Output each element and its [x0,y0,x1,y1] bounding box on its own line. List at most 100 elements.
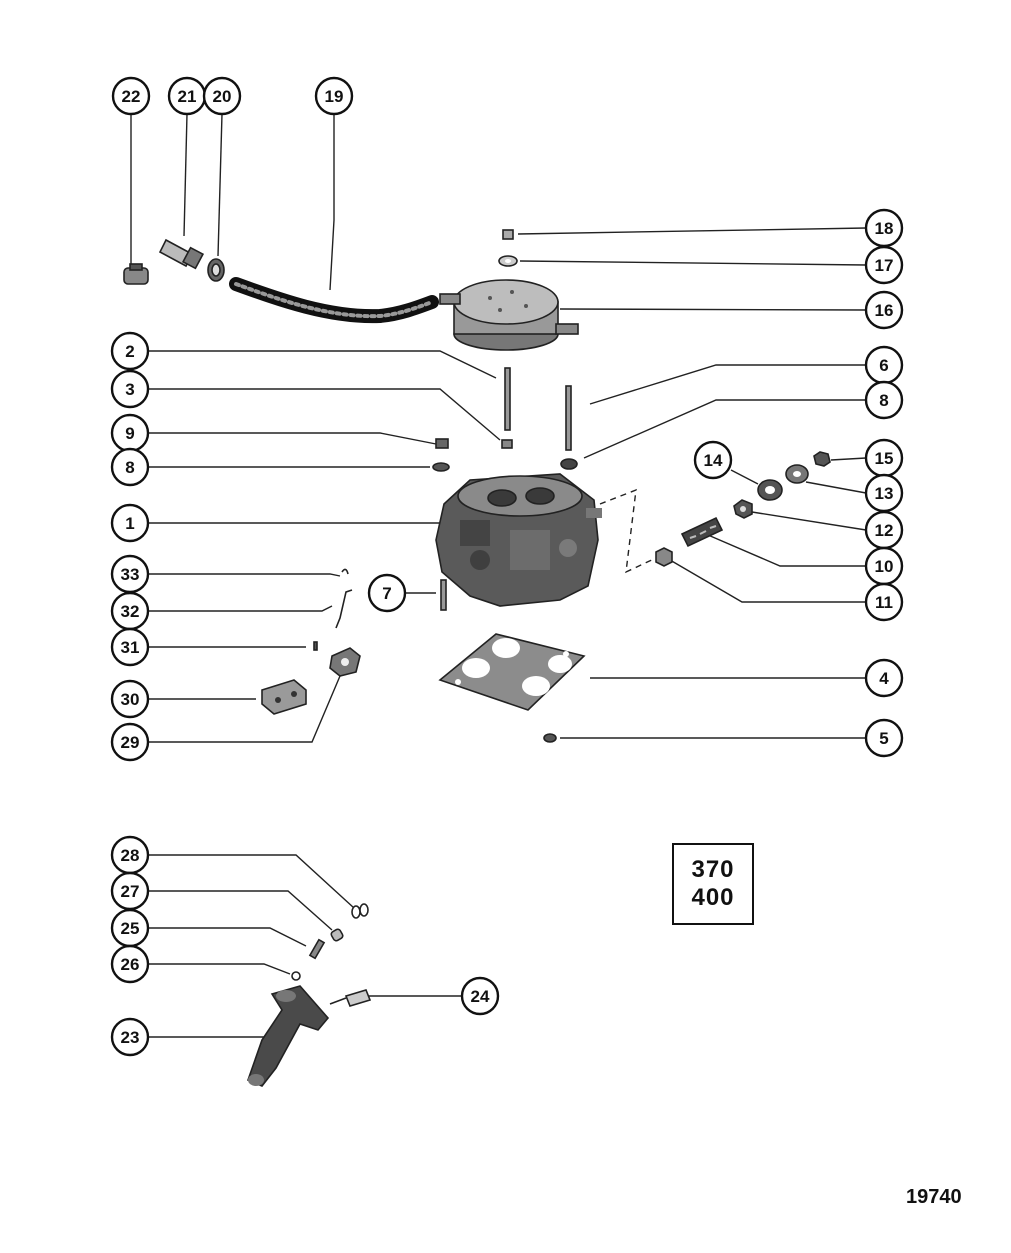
rod-32-icon [335,589,353,629]
leader-2 [149,350,497,379]
svg-text:17: 17 [875,256,894,275]
nut-5-icon [543,733,557,743]
leader-32 [149,605,333,612]
gasket-14-icon [757,479,783,501]
callout-13: 13 [864,473,904,513]
leader-29 [149,675,341,743]
callout-22: 22 [111,76,151,116]
leader-28 [149,854,355,909]
leader-10 [707,534,866,567]
leader-18 [517,227,867,235]
leader-12 [751,511,867,531]
leader-27 [149,890,333,931]
svg-text:23: 23 [121,1028,140,1047]
filter-element-10-icon [680,516,724,548]
fitting-22-icon [123,263,149,285]
callout-2: 2 [110,331,150,371]
svg-text:15: 15 [875,449,894,468]
leader-3 [149,388,501,441]
block-30-icon [261,679,307,715]
callout-33: 33 [110,554,150,594]
callout-4: 4 [864,658,904,698]
svg-text:25: 25 [121,919,140,938]
svg-text:20: 20 [213,87,232,106]
svg-text:8: 8 [879,391,888,410]
callout-30: 30 [110,679,150,719]
callout-11: 11 [864,582,904,622]
svg-text:11: 11 [875,593,893,612]
svg-text:7: 7 [382,584,391,603]
svg-text:13: 13 [875,484,894,503]
leader-25 [149,927,307,947]
callout-3: 3 [110,369,150,409]
svg-text:16: 16 [875,301,894,320]
throttle-lever-23-icon [246,985,330,1087]
leader-8r [583,399,866,459]
leader-15 [830,457,867,461]
leader-14 [730,469,759,485]
callout-15: 15 [864,438,904,478]
bushing-27-icon [330,928,344,942]
washer-26-icon [291,971,301,981]
nut-18-icon [502,229,514,240]
nut-3-icon [501,439,513,449]
leader-lines [130,113,867,1038]
link-24-icon [329,989,372,1007]
leader-26 [149,963,291,975]
svg-text:31: 31 [121,638,140,657]
leader-21 [183,113,188,237]
callout-9: 9 [110,413,150,453]
pin-31-icon [313,641,318,651]
callout-5: 5 [864,718,904,758]
callout-24: 24 [460,976,500,1016]
parts [123,229,831,1087]
figure-number: 19740 [906,1186,962,1208]
svg-text:9: 9 [125,424,134,443]
callout-28: 28 [110,835,150,875]
clip-33-icon [341,568,349,575]
leader-20 [217,113,223,257]
nut-15-icon [813,451,831,467]
leader-17 [519,260,867,266]
svg-text:24: 24 [471,987,490,1006]
washer-28b-icon [359,903,369,917]
svg-text:33: 33 [121,565,140,584]
svg-text:26: 26 [121,955,140,974]
nut-9-icon [435,438,449,449]
callout-31: 31 [110,627,150,667]
model-number-line-1: 370 [691,856,735,883]
svg-text:19: 19 [325,87,344,106]
svg-text:4: 4 [879,669,889,688]
leader-9 [149,432,437,445]
fuel-filter-16-icon [439,279,579,351]
callout-32: 32 [110,591,150,631]
washer-8-right-icon [560,458,578,470]
callout-8-right: 8 [864,380,904,420]
svg-text:29: 29 [121,733,140,752]
washer-8-left-icon [432,462,450,472]
gasket-4-icon [438,633,586,711]
callout-8-left: 8 [110,447,150,487]
callout-23: 23 [110,1017,150,1057]
svg-text:2: 2 [125,342,134,361]
leader-6 [589,364,866,405]
leader-11 [669,559,866,603]
svg-text:30: 30 [121,690,140,709]
svg-text:6: 6 [879,356,888,375]
spring-25-icon [308,938,326,960]
callout-16: 16 [864,290,904,330]
model-number-line-2: 400 [691,884,735,911]
model-number-box: 370 400 [672,843,754,925]
svg-text:10: 10 [875,557,894,576]
svg-text:14: 14 [704,451,723,470]
callout-27: 27 [110,871,150,911]
callout-19: 19 [314,76,354,116]
callout-25: 25 [110,908,150,948]
svg-text:22: 22 [122,87,141,106]
callout-7: 7 [367,573,407,613]
stud-6-icon [565,385,572,451]
stud-7-icon [440,579,447,611]
callout-29: 29 [110,722,150,762]
svg-text:1: 1 [125,514,134,533]
